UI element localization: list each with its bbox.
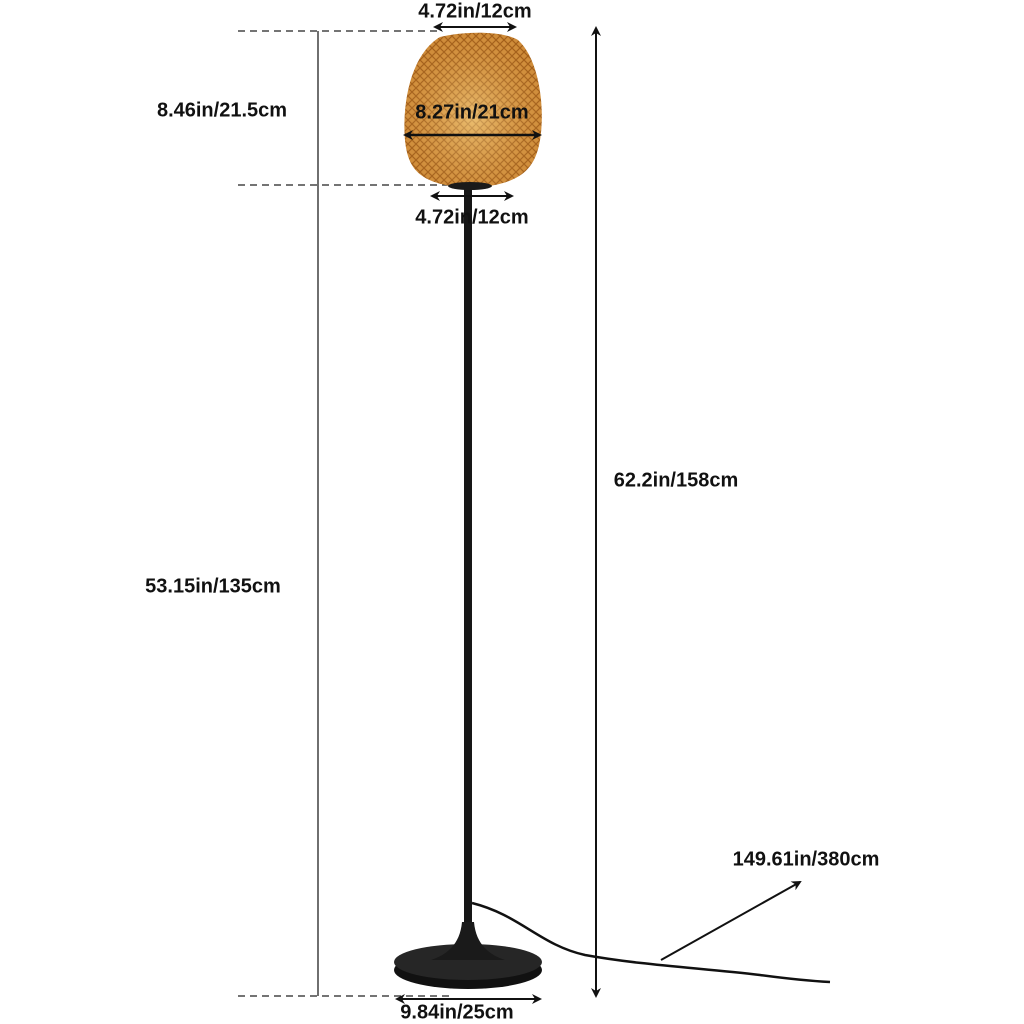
lamp-pole	[464, 186, 472, 926]
shade-height-label: 8.46in/21.5cm	[156, 99, 288, 122]
power-cord	[471, 901, 831, 984]
total-height-label: 62.2in/158cm	[613, 469, 739, 492]
base-diameter-label: 9.84in/25cm	[400, 1001, 514, 1024]
reference-lines	[238, 30, 450, 997]
shade-max-width-label: 8.27in/21cm	[415, 101, 529, 124]
lamp-base	[394, 922, 542, 989]
cord-length-arrow	[660, 881, 802, 961]
lamp-shade	[404, 32, 542, 190]
shade-bottom-width-label: 4.72in/12cm	[415, 206, 529, 229]
pole-height-label: 53.15in/135cm	[145, 575, 281, 598]
cord-length-label: 149.61in/380cm	[732, 848, 880, 871]
shade-top-width-label: 4.72in/12cm	[418, 0, 532, 23]
